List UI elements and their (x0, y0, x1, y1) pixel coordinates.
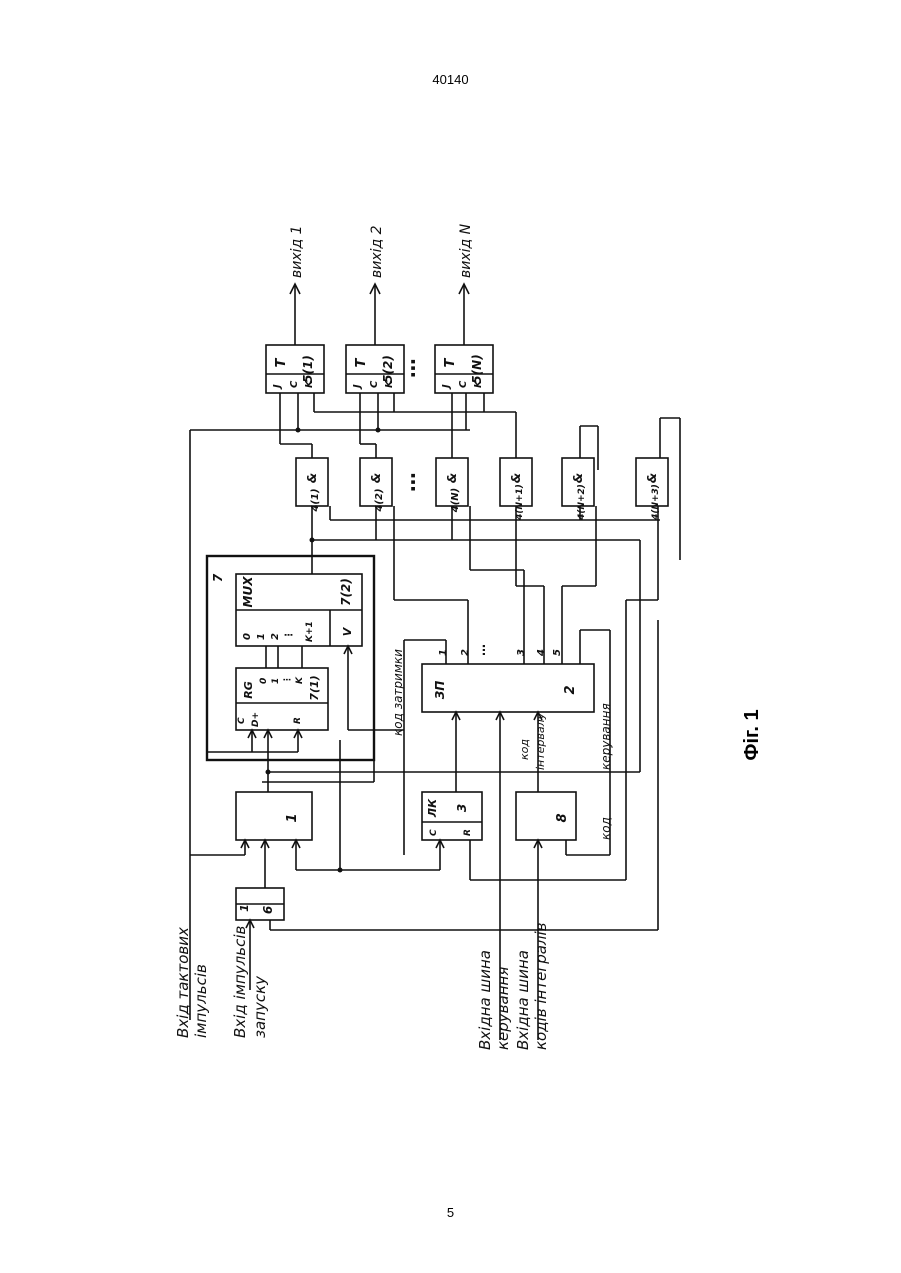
start-input-label-2: запуску (251, 975, 269, 1038)
svg-text:K: K (473, 379, 484, 388)
flipflop-5-2: T 5(2) J C K (346, 345, 404, 393)
svg-text:&: & (445, 473, 459, 483)
svg-text:3: 3 (516, 649, 527, 656)
svg-text:4: 4 (536, 649, 547, 657)
svg-text:&: & (645, 473, 659, 483)
svg-text:0: 0 (242, 633, 253, 640)
svg-text:⋯: ⋯ (401, 472, 425, 492)
svg-text:код затримки: код затримки (391, 649, 405, 736)
svg-text:V: V (341, 626, 354, 636)
svg-text:7(1): 7(1) (308, 675, 321, 700)
svg-text:1: 1 (238, 904, 251, 912)
output-labels: вихід 1 вихід 2 вихід N (289, 223, 474, 278)
svg-text:T: T (443, 357, 458, 367)
svg-text:&: & (369, 473, 383, 483)
svg-text:C: C (237, 717, 247, 724)
svg-text:C: C (369, 380, 380, 388)
flipflop-dots: ⋯ (401, 358, 425, 378)
svg-text:2: 2 (460, 649, 471, 656)
integral-bus-label-1: Вхідна шина (514, 950, 532, 1050)
block-2: ЗП 2 1 2 ⋯ 3 4 5 (422, 644, 594, 712)
svg-text:код: код (518, 739, 531, 760)
figure-caption: Фіг. 1 (741, 709, 763, 760)
output-1-label: вихід 1 (289, 225, 305, 278)
output-2-label: вихід 2 (369, 225, 385, 278)
control-bus-label-1: Вхідна шина (476, 950, 494, 1050)
output-n-label: вихід N (458, 223, 474, 278)
start-input-label-1: Вхід імпульсів (231, 926, 249, 1038)
svg-text:2: 2 (270, 633, 281, 640)
svg-text:керування: керування (599, 703, 613, 770)
svg-text:K+1: K+1 (305, 621, 315, 642)
and-gates: & 4(1) & 4(2) ⋯ & 4(N) & 4(N+1) & 4(N+2)… (296, 458, 668, 521)
input-labels: Вхід тактових імпульсів Вхід імпульсів з… (174, 922, 550, 1050)
svg-text:⋯: ⋯ (477, 644, 491, 656)
clock-input-label-2: імпульсів (192, 964, 210, 1038)
block-6: 1 6 (236, 888, 284, 920)
svg-text:1: 1 (438, 649, 449, 656)
svg-text:K: K (304, 379, 315, 388)
svg-text:код: код (599, 817, 613, 840)
svg-text:D+: D+ (251, 712, 261, 727)
output-arrows (290, 284, 469, 345)
svg-text:ЛК: ЛК (426, 798, 439, 818)
svg-text:T: T (274, 357, 289, 367)
svg-text:0: 0 (259, 678, 269, 684)
svg-text:K: K (384, 379, 395, 388)
svg-text:4(N+3): 4(N+3) (651, 484, 661, 521)
svg-text:1: 1 (256, 633, 267, 640)
svg-text:1: 1 (285, 813, 300, 822)
flipflop-5-1: T 5(1) J C K (266, 345, 324, 393)
svg-text:R: R (293, 717, 303, 724)
svg-text:C: C (458, 380, 469, 388)
svg-text:&: & (571, 473, 585, 483)
svg-text:інтервалу: інтервалу (534, 712, 547, 770)
svg-text:⋮: ⋮ (284, 630, 295, 640)
svg-text:ЗП: ЗП (433, 681, 447, 700)
svg-text:1: 1 (271, 678, 281, 684)
svg-text:5(1): 5(1) (301, 355, 315, 383)
block-1: 1 (236, 792, 312, 840)
svg-text:7: 7 (211, 573, 225, 582)
svg-text:4(N+2): 4(N+2) (577, 484, 587, 521)
svg-text:&: & (305, 473, 319, 483)
control-bus-label-2: керування (494, 967, 512, 1050)
svg-text:C: C (429, 829, 439, 836)
svg-text:3: 3 (455, 804, 469, 812)
svg-text:RG: RG (242, 681, 255, 699)
svg-text:7(2): 7(2) (339, 578, 353, 606)
page-number-bottom: 5 (0, 1205, 901, 1220)
flipflop-5-n: T 5(N) J C K (435, 345, 493, 393)
svg-text:C: C (289, 380, 300, 388)
svg-text:8: 8 (555, 813, 570, 822)
svg-text:6: 6 (261, 906, 275, 914)
block-8: 8 (516, 792, 576, 840)
svg-text:5(N): 5(N) (470, 354, 484, 383)
integral-bus-label-2: кодів інтегралів (532, 922, 550, 1050)
svg-text:⋮: ⋮ (283, 675, 293, 684)
svg-text:5(2): 5(2) (381, 355, 395, 383)
block-3: ЛК 3 C R (422, 792, 482, 840)
svg-text:K: K (295, 676, 305, 684)
svg-text:T: T (354, 357, 369, 367)
svg-text:&: & (509, 473, 523, 483)
svg-text:2: 2 (563, 685, 578, 694)
svg-text:R: R (463, 829, 473, 836)
svg-text:MUX: MUX (241, 576, 255, 608)
